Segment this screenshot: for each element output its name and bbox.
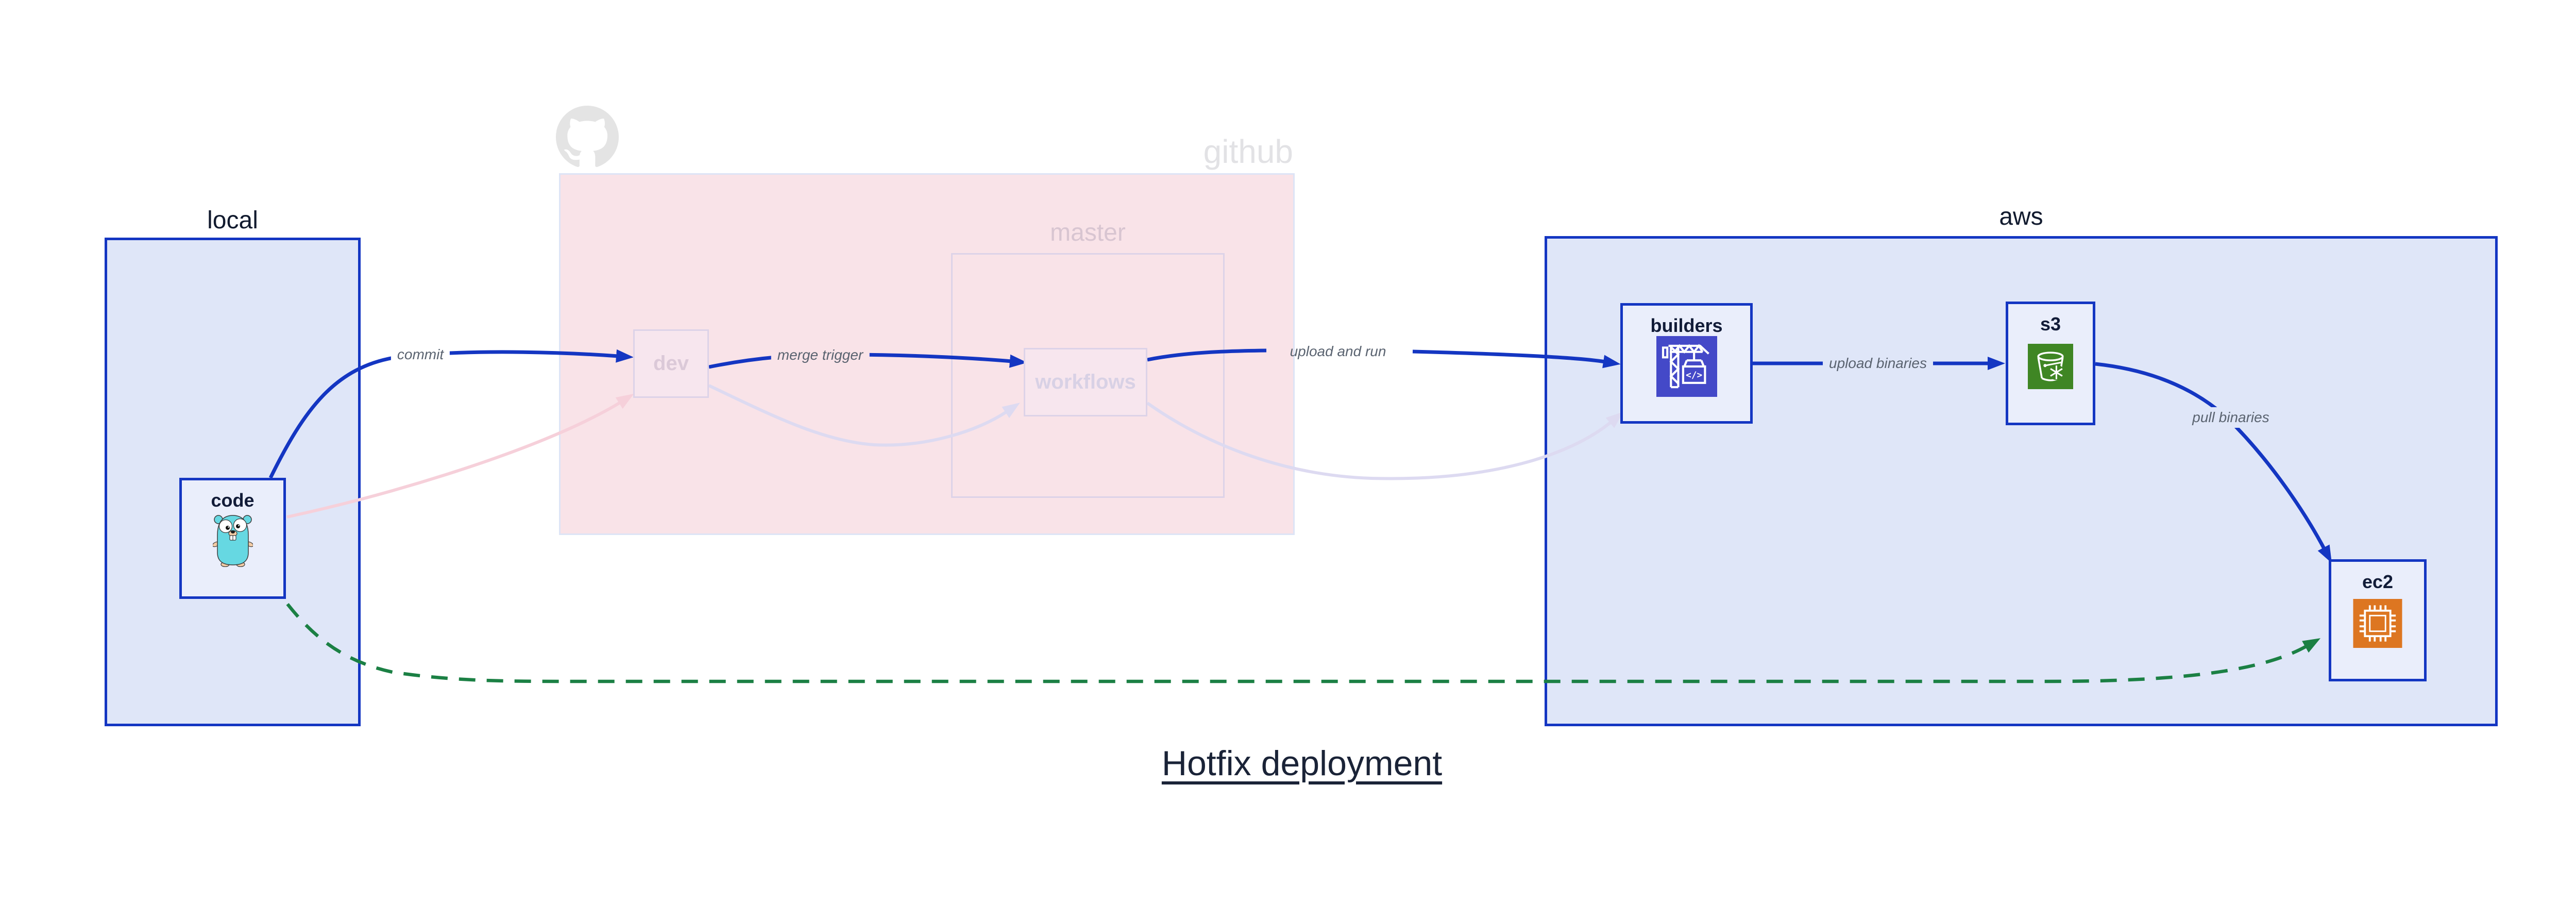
go-gopher-icon xyxy=(212,512,253,570)
edge-label-upload-and-run: upload and run xyxy=(1290,343,1386,359)
node-ec2: ec2 xyxy=(2329,559,2427,681)
edge-label-merge-trigger: merge trigger xyxy=(771,345,870,365)
node-dev: dev xyxy=(633,329,709,398)
edge-label-pull-binaries: pull binaries xyxy=(2186,407,2276,428)
node-dev-label: dev xyxy=(653,352,689,375)
node-workflows-label: workflows xyxy=(1035,371,1136,393)
aws-codebuild-crane-icon: </> xyxy=(1656,336,1717,399)
node-s3-label: s3 xyxy=(2040,313,2061,335)
node-code: code xyxy=(179,478,286,599)
aws-ec2-chip-icon xyxy=(2353,599,2402,650)
cluster-master-label: master xyxy=(1050,219,1126,246)
edge-label-commit: commit xyxy=(391,344,450,365)
octocat-icon xyxy=(556,106,619,167)
node-s3: s3 xyxy=(2006,302,2095,425)
aws-s3-glacier-bucket-icon xyxy=(2028,344,2073,392)
node-workflows: workflows xyxy=(1024,348,1147,416)
node-code-label: code xyxy=(211,490,255,511)
diagram-title: Hotfix deployment xyxy=(1161,744,1443,783)
edge-label-upload-binaries: upload binaries xyxy=(1823,353,1933,374)
cluster-aws-label: aws xyxy=(1999,203,2043,230)
node-ec2-label: ec2 xyxy=(2362,571,2394,592)
node-builders: builders </> xyxy=(1620,303,1753,424)
cluster-local-label: local xyxy=(207,207,258,234)
cluster-master: master xyxy=(951,219,1225,498)
svg-text:</>: </> xyxy=(1686,370,1702,380)
node-builders-label: builders xyxy=(1650,315,1723,336)
cluster-github-label: github xyxy=(1203,133,1293,170)
